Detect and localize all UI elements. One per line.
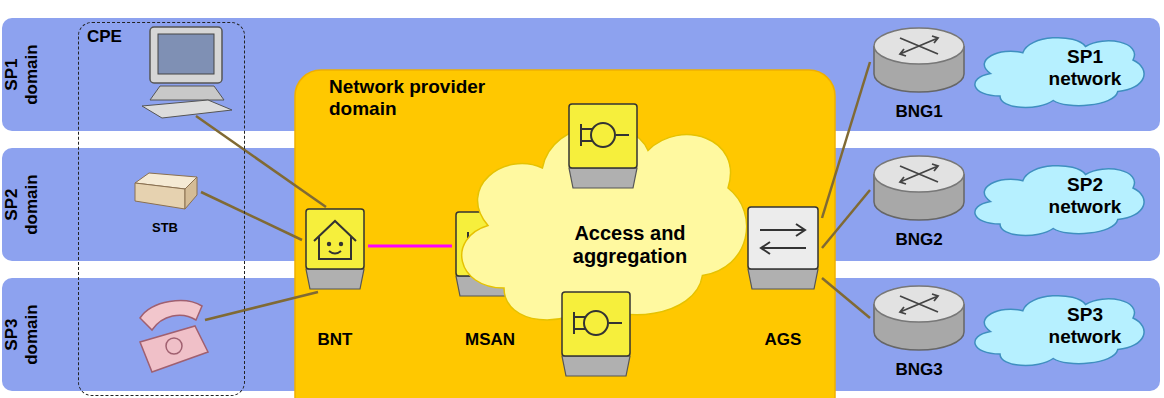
icon-part: [158, 34, 214, 74]
ags-switch: AGS: [744, 203, 822, 352]
provider-domain: Network provider domainBNT MSAN Access and…: [295, 70, 835, 398]
node-label: BNT: [302, 330, 368, 350]
icon-part: [140, 326, 208, 372]
sp-network-cloud: SP3 network: [962, 282, 1152, 372]
link-stroke: [822, 190, 870, 248]
msan-icon: [565, 100, 641, 192]
node-label: Access and aggregation: [545, 222, 715, 268]
router-icon: [870, 278, 968, 358]
icon-part: [185, 177, 197, 209]
provider-ground: [295, 70, 835, 398]
node-label: BNG2: [870, 230, 968, 250]
device-wire: [205, 292, 318, 320]
icon-part: [140, 301, 202, 330]
bnt-node: BNT: [302, 205, 368, 352]
bng-router: BNG3: [870, 278, 968, 382]
node-label: AGS: [744, 330, 822, 350]
link-stroke: [822, 278, 870, 318]
switch-icon: [744, 203, 822, 293]
icon-part: [135, 183, 185, 209]
icon-part: [975, 166, 1144, 236]
domain-label: SP2 domain: [2, 165, 41, 245]
sp-network-cloud: SP2 network: [962, 152, 1152, 242]
icon-part: [306, 269, 364, 289]
node-label: CPE: [87, 27, 122, 47]
phone-icon: [140, 301, 208, 372]
link-stroke: [201, 192, 302, 240]
icon-part: [569, 168, 637, 188]
bng-router: BNG1: [870, 20, 968, 124]
link-line: [822, 62, 870, 218]
icon-part: [900, 36, 938, 56]
cpe-group: CPE STB: [78, 22, 245, 396]
stb-icon: [129, 169, 201, 217]
icon-part: [569, 104, 637, 168]
access-node-icon: [565, 100, 641, 192]
icon-part: [760, 224, 806, 254]
node-label: SP1 network: [1035, 46, 1135, 90]
domain-label: SP3 domain: [2, 295, 41, 375]
icon-part: [306, 209, 364, 269]
icon-part: [874, 156, 964, 192]
link-line: [822, 278, 870, 318]
link-stroke: [822, 62, 870, 218]
icon-part: [874, 28, 964, 64]
icon-part: [584, 311, 608, 335]
icon-part: [581, 124, 629, 146]
icon-part: [874, 286, 964, 322]
icon-part: [900, 164, 938, 184]
access-node-icon: [558, 288, 634, 380]
msan-icon: [558, 288, 634, 380]
icon-part: [562, 292, 630, 356]
icon-part: [975, 38, 1144, 108]
router-icon: [870, 20, 968, 100]
node-label: BNG3: [870, 360, 968, 380]
link-line: [368, 246, 452, 247]
aggregation-cloud: Access and aggregation: [440, 88, 760, 338]
band-ground: [2, 278, 1160, 391]
link-line: [822, 190, 870, 248]
icon-part: [150, 27, 222, 83]
icon-part: [329, 251, 341, 254]
icon-part: [748, 207, 818, 269]
node-label: STB: [129, 221, 201, 236]
icon-part: [339, 242, 343, 246]
link-line: [201, 192, 302, 240]
icon-part: [975, 296, 1144, 366]
icon-part: [900, 294, 938, 314]
bng-router: BNG2: [870, 148, 968, 252]
domain-label: SP1 domain: [2, 35, 41, 115]
node-label: MSAN: [452, 330, 528, 350]
device-wire: [196, 116, 326, 207]
node-label: BNG1: [870, 102, 968, 122]
icon-part: [150, 86, 224, 100]
sp-network-cloud: SP1 network: [962, 24, 1152, 114]
icon-part: [748, 269, 818, 289]
icon-part: [142, 100, 232, 118]
pc-icon: [142, 27, 232, 118]
bnt-icon: [302, 205, 368, 293]
icon-part: [314, 221, 356, 259]
node-label: SP2 network: [1035, 174, 1135, 218]
icon-part: [562, 356, 630, 376]
set-top-box: STB: [129, 169, 201, 238]
node-label: SP3 network: [1035, 304, 1135, 348]
node-label: Network provider domain: [329, 76, 529, 120]
router-icon: [870, 148, 968, 228]
icon-part: [591, 123, 615, 147]
link-stroke: [368, 245, 452, 248]
icon-part: [327, 242, 331, 246]
icon-part: [574, 312, 622, 334]
icon-part: [166, 338, 182, 354]
